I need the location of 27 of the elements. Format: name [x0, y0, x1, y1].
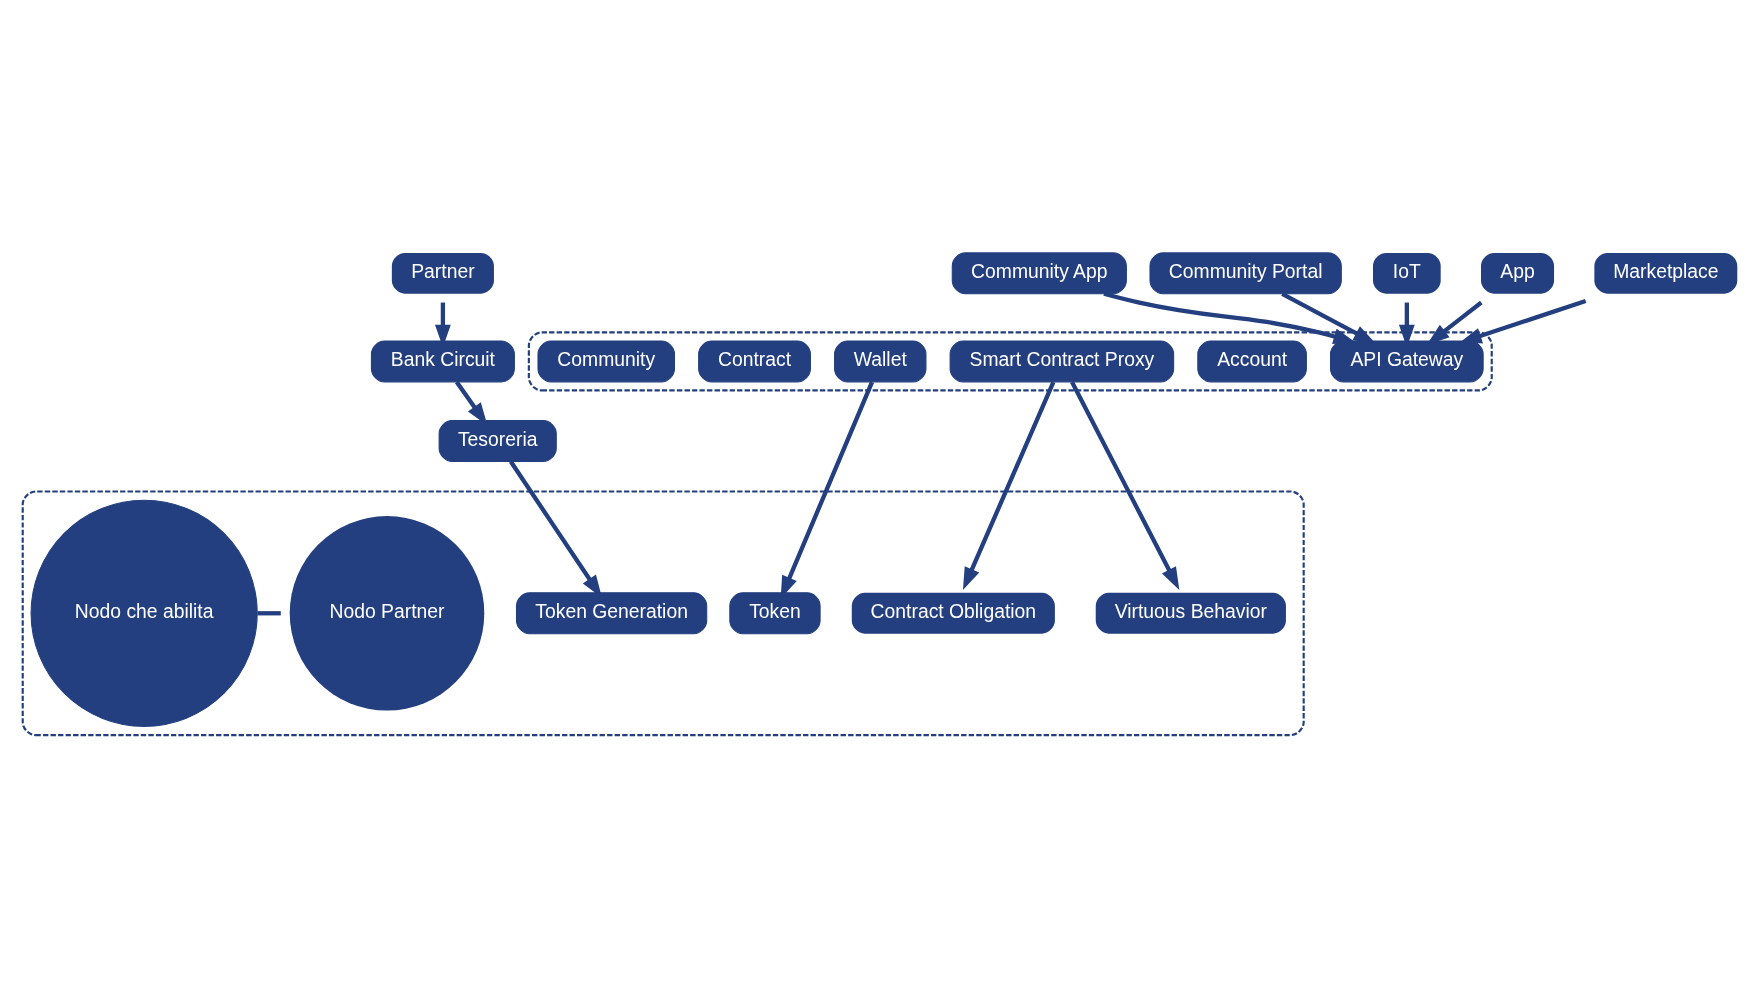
node-box: Community Portal: [1148, 251, 1342, 294]
node-box: Community: [536, 340, 675, 382]
arrow: [962, 380, 1055, 590]
node-box: Bank Circuit: [370, 340, 515, 382]
node-box: Token: [728, 591, 821, 634]
node-circle: Nodo che abilita: [30, 499, 258, 727]
node-box: API Gateway: [1329, 340, 1484, 382]
node-box: Partner: [391, 252, 494, 294]
arrow: [1102, 291, 1356, 344]
cluster: [21, 489, 1305, 736]
node-box: Virtuous Behavior: [1095, 592, 1286, 634]
node-box: Tesoreria: [438, 419, 557, 462]
node-box: App: [1480, 252, 1554, 294]
node-box: Token Generation: [515, 591, 707, 634]
arrow: [1069, 380, 1179, 590]
connector: [257, 610, 281, 615]
node-box: Marketplace: [1593, 252, 1737, 294]
node-box: Contract Obligation: [851, 592, 1055, 634]
node-box: Contract: [697, 340, 811, 382]
node-box: Account: [1196, 340, 1307, 382]
node-box: Wallet: [833, 340, 926, 382]
node-box: Community App: [951, 251, 1127, 294]
node-box: IoT: [1372, 252, 1441, 294]
node-box: Smart Contract Proxy: [949, 340, 1174, 382]
arrow: [1426, 300, 1483, 345]
arrow: [1280, 291, 1376, 344]
node-circle: Nodo Partner: [289, 515, 484, 711]
